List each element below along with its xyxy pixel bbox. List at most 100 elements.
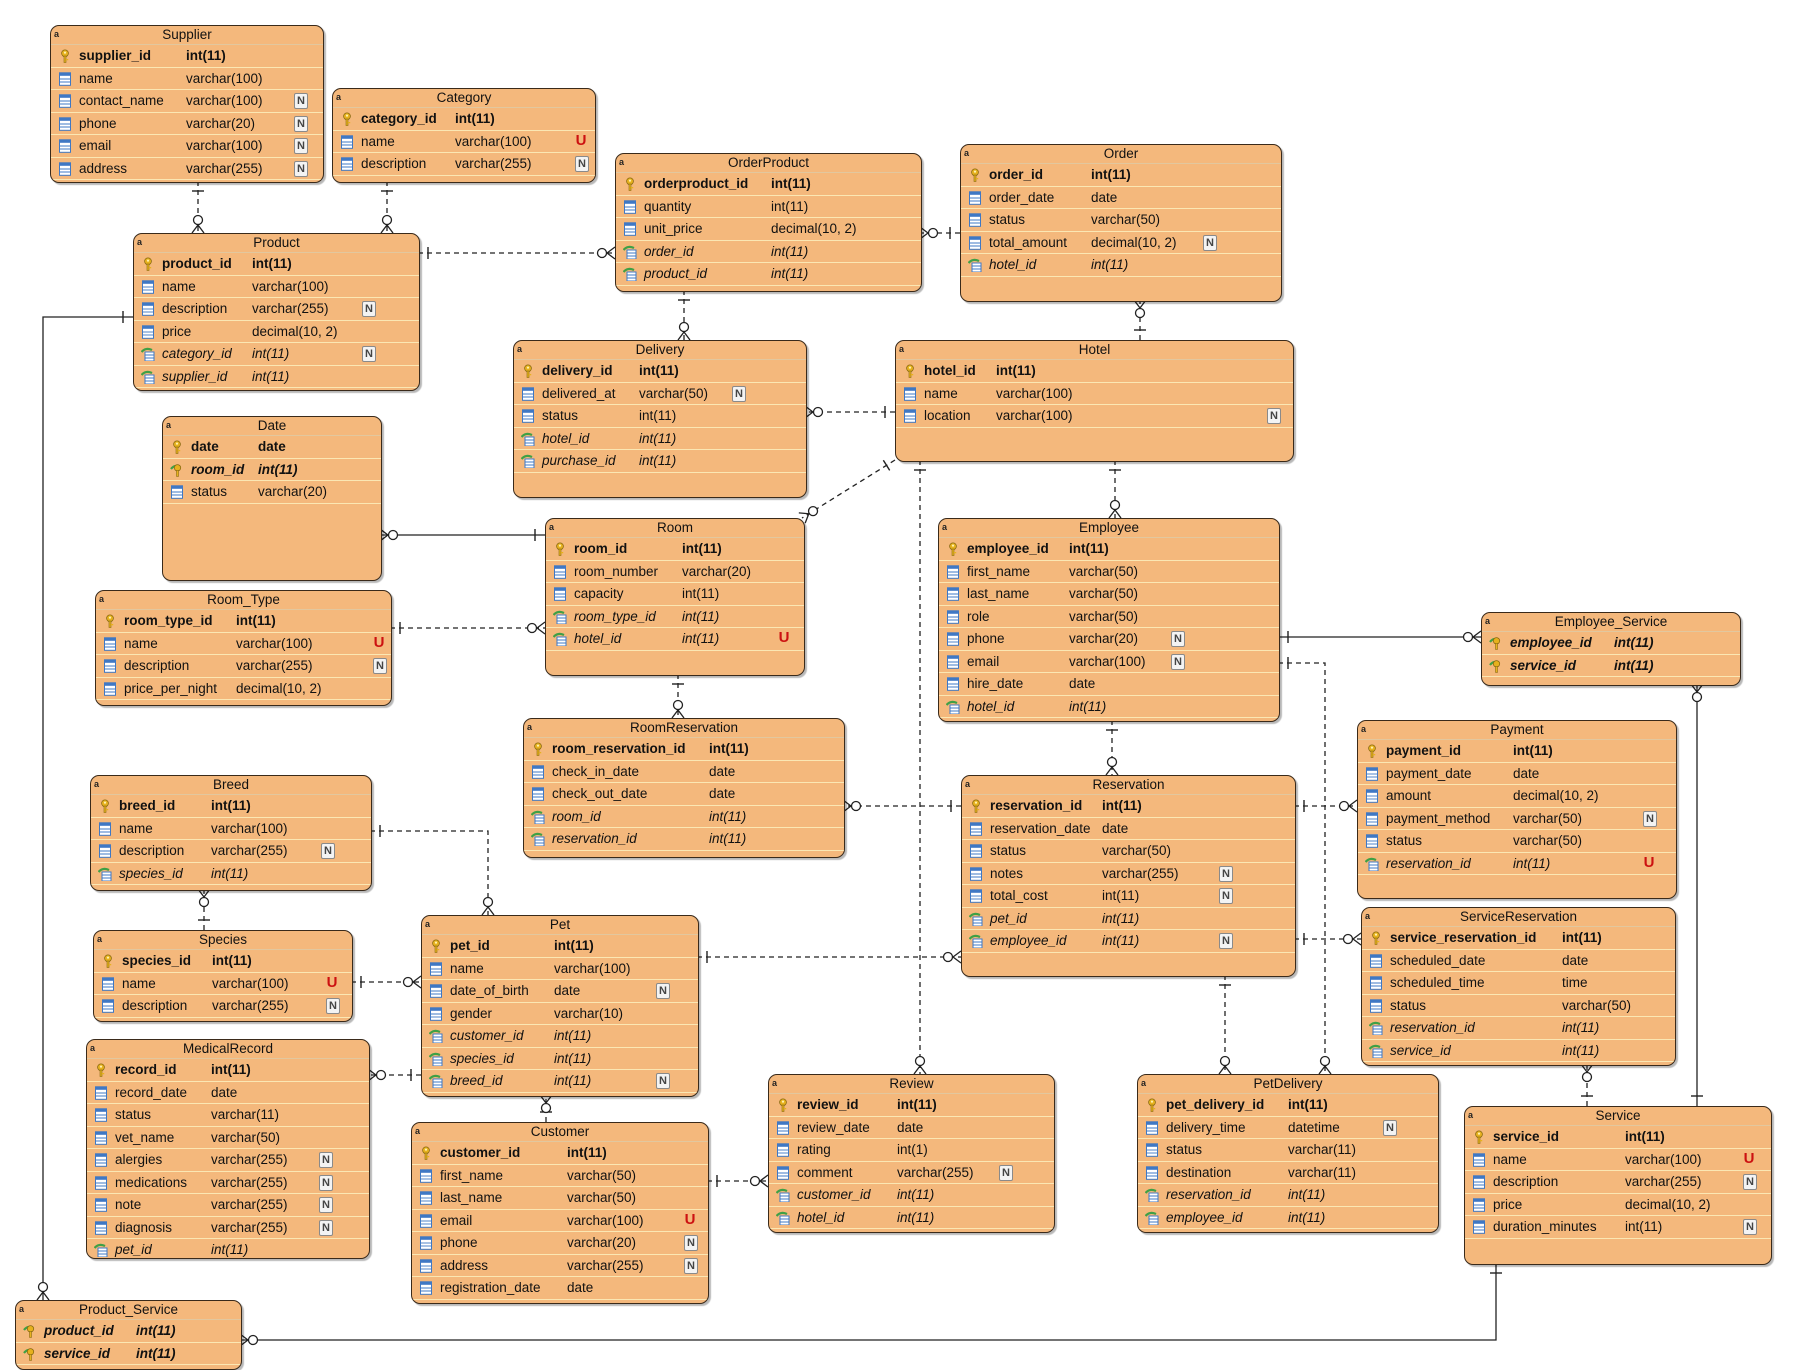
- column-row[interactable]: quantityint(11): [616, 196, 921, 218]
- column-row[interactable]: first_namevarchar(50): [939, 561, 1279, 583]
- column-row[interactable]: namevarchar(100)U: [1465, 1149, 1771, 1171]
- column-row[interactable]: descriptionvarchar(255)N: [134, 298, 419, 321]
- entity-order-product[interactable]: aOrderProductorderproduct_idint(11)quant…: [615, 153, 922, 292]
- entity-order[interactable]: aOrderorder_idint(11)order_datedatestatu…: [960, 144, 1282, 302]
- column-row[interactable]: payment_methodvarchar(50)N: [1358, 808, 1676, 830]
- column-row[interactable]: reservation_datedate: [962, 818, 1295, 840]
- column-row[interactable]: descriptionvarchar(255)N: [1465, 1171, 1771, 1194]
- entity-product[interactable]: aProductproduct_idint(11)namevarchar(100…: [133, 233, 420, 391]
- entity-date[interactable]: aDatedatedateroom_idint(11)statusvarchar…: [162, 416, 382, 581]
- column-row[interactable]: statusvarchar(11): [1138, 1139, 1438, 1162]
- entity-medical-record[interactable]: aMedicalRecordrecord_idint(11)record_dat…: [86, 1039, 370, 1259]
- entity-room-reservation[interactable]: aRoomReservationroom_reservation_idint(1…: [523, 718, 845, 858]
- column-row[interactable]: species_idint(11): [94, 950, 352, 973]
- column-row[interactable]: statusvarchar(20): [163, 481, 381, 504]
- column-row[interactable]: phonevarchar(20)N: [412, 1232, 708, 1255]
- entity-room-type[interactable]: aRoom_Typeroom_type_idint(11)namevarchar…: [95, 590, 392, 706]
- column-row[interactable]: record_idint(11): [87, 1059, 369, 1082]
- column-row[interactable]: statusint(11): [514, 405, 806, 428]
- column-row[interactable]: descriptionvarchar(255)N: [94, 995, 352, 1018]
- column-row[interactable]: total_costint(11)N: [962, 885, 1295, 908]
- column-row[interactable]: locationvarchar(100)N: [896, 405, 1293, 428]
- entity-review[interactable]: aReviewreview_idint(11)review_datedatera…: [768, 1074, 1055, 1233]
- column-row[interactable]: phonevarchar(20)N: [51, 113, 323, 135]
- column-row[interactable]: customer_idint(11): [422, 1025, 698, 1048]
- column-row[interactable]: service_idint(11): [1482, 655, 1740, 677]
- column-row[interactable]: product_idint(11): [616, 263, 921, 286]
- column-row[interactable]: pet_idint(11): [87, 1239, 369, 1258]
- column-row[interactable]: namevarchar(100): [91, 818, 371, 840]
- column-row[interactable]: supplier_idint(11): [134, 366, 419, 388]
- column-row[interactable]: addressvarchar(255)N: [412, 1255, 708, 1277]
- column-row[interactable]: pet_idint(11): [422, 935, 698, 958]
- column-row[interactable]: namevarchar(100): [896, 383, 1293, 405]
- column-row[interactable]: service_idint(11): [1465, 1126, 1771, 1149]
- column-row[interactable]: purchase_idint(11): [514, 450, 806, 473]
- column-row[interactable]: review_datedate: [769, 1117, 1054, 1139]
- column-row[interactable]: namevarchar(100)U: [96, 633, 391, 655]
- entity-reservation[interactable]: aReservationreservation_idint(11)reserva…: [961, 775, 1296, 977]
- column-row[interactable]: date_of_birthdateN: [422, 980, 698, 1003]
- entity-employee-service[interactable]: aEmployee_Serviceemployee_idint(11)servi…: [1481, 612, 1741, 686]
- column-row[interactable]: payment_datedate: [1358, 763, 1676, 785]
- column-row[interactable]: supplier_idint(11): [51, 45, 323, 68]
- column-row[interactable]: room_idint(11): [163, 459, 381, 481]
- column-row[interactable]: employee_idint(11): [1482, 632, 1740, 655]
- column-row[interactable]: datedate: [163, 436, 381, 459]
- column-row[interactable]: product_idint(11): [134, 253, 419, 276]
- column-row[interactable]: room_idint(11): [546, 538, 804, 561]
- column-row[interactable]: room_reservation_idint(11): [524, 738, 844, 761]
- entity-category[interactable]: aCategorycategory_idint(11)namevarchar(1…: [332, 88, 596, 183]
- column-row[interactable]: price_per_nightdecimal(10, 2): [96, 678, 391, 700]
- column-row[interactable]: statusvarchar(50): [1362, 995, 1675, 1017]
- column-row[interactable]: namevarchar(100): [422, 958, 698, 980]
- column-row[interactable]: delivery_timedatetimeN: [1138, 1117, 1438, 1139]
- entity-pet[interactable]: aPetpet_idint(11)namevarchar(100)date_of…: [421, 915, 699, 1097]
- column-row[interactable]: emailvarchar(100)N: [51, 135, 323, 158]
- column-row[interactable]: scheduled_datedate: [1362, 950, 1675, 972]
- column-row[interactable]: employee_idint(11): [939, 538, 1279, 561]
- column-row[interactable]: ratingint(1): [769, 1139, 1054, 1162]
- column-row[interactable]: review_idint(11): [769, 1094, 1054, 1117]
- entity-pet-delivery[interactable]: aPetDeliverypet_delivery_idint(11)delive…: [1137, 1074, 1439, 1233]
- entity-room[interactable]: aRoomroom_idint(11)room_numbervarchar(20…: [545, 518, 805, 676]
- column-row[interactable]: hire_datedate: [939, 673, 1279, 696]
- column-row[interactable]: destinationvarchar(11): [1138, 1162, 1438, 1184]
- entity-payment[interactable]: aPaymentpayment_idint(11)payment_datedat…: [1357, 720, 1677, 899]
- column-row[interactable]: order_idint(11): [961, 164, 1281, 187]
- column-row[interactable]: duration_minutesint(11)N: [1465, 1216, 1771, 1239]
- column-row[interactable]: category_idint(11): [333, 108, 595, 131]
- column-row[interactable]: registration_datedate: [412, 1277, 708, 1300]
- column-row[interactable]: addressvarchar(255)N: [51, 158, 323, 180]
- column-row[interactable]: medicationsvarchar(255)N: [87, 1172, 369, 1194]
- column-row[interactable]: namevarchar(100): [134, 276, 419, 298]
- column-row[interactable]: pricedecimal(10, 2): [1465, 1194, 1771, 1216]
- column-row[interactable]: emailvarchar(100)U: [412, 1210, 708, 1232]
- entity-service[interactable]: aServiceservice_idint(11)namevarchar(100…: [1464, 1106, 1772, 1265]
- column-row[interactable]: check_out_datedate: [524, 783, 844, 806]
- column-row[interactable]: product_idint(11): [16, 1320, 241, 1343]
- column-row[interactable]: room_type_idint(11): [96, 610, 391, 633]
- entity-employee[interactable]: aEmployeeemployee_idint(11)first_namevar…: [938, 518, 1280, 722]
- column-row[interactable]: namevarchar(100)U: [94, 973, 352, 995]
- column-row[interactable]: hotel_idint(11): [961, 254, 1281, 277]
- column-row[interactable]: species_idint(11): [91, 863, 371, 885]
- column-row[interactable]: reservation_idint(11)U: [1358, 853, 1676, 875]
- column-row[interactable]: delivery_idint(11): [514, 360, 806, 383]
- column-row[interactable]: capacityint(11): [546, 583, 804, 606]
- column-row[interactable]: breed_idint(11): [91, 795, 371, 818]
- column-row[interactable]: notesvarchar(255)N: [962, 863, 1295, 885]
- column-row[interactable]: pricedecimal(10, 2): [134, 321, 419, 343]
- column-row[interactable]: descriptionvarchar(255)N: [333, 153, 595, 176]
- column-row[interactable]: namevarchar(100): [51, 68, 323, 90]
- column-row[interactable]: notevarchar(255)N: [87, 1194, 369, 1217]
- column-row[interactable]: pet_delivery_idint(11): [1138, 1094, 1438, 1117]
- column-row[interactable]: hotel_idint(11): [939, 696, 1279, 718]
- column-row[interactable]: record_datedate: [87, 1082, 369, 1104]
- column-row[interactable]: service_idint(11): [1362, 1040, 1675, 1062]
- column-row[interactable]: check_in_datedate: [524, 761, 844, 783]
- entity-breed[interactable]: aBreedbreed_idint(11)namevarchar(100)des…: [90, 775, 372, 891]
- entity-product-service[interactable]: aProduct_Serviceproduct_idint(11)service…: [15, 1300, 242, 1370]
- column-row[interactable]: descriptionvarchar(255)N: [91, 840, 371, 863]
- column-row[interactable]: hotel_idint(11): [514, 428, 806, 450]
